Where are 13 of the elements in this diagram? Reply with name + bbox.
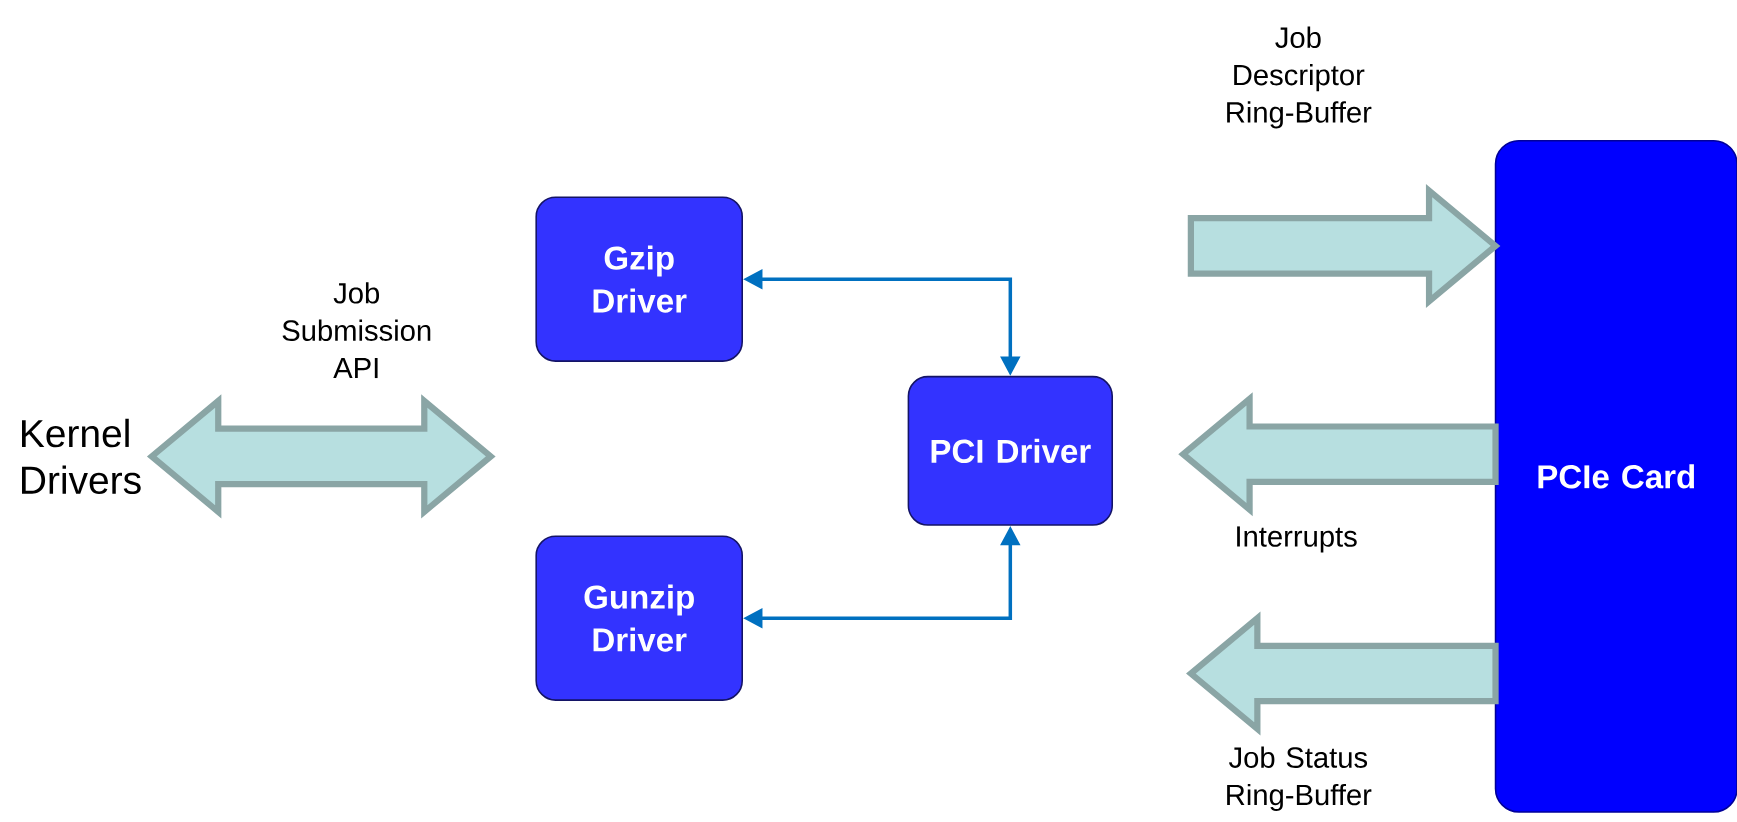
block-arrow: [1187, 183, 1501, 308]
driver-box: Gunzip Driver: [535, 535, 743, 701]
block-arrow: [146, 394, 496, 519]
edge-label: Job Submission API: [282, 282, 431, 379]
edge-label: Interrupts: [1237, 526, 1357, 553]
block-arrow: [1178, 392, 1499, 517]
block-arrow: [1186, 611, 1499, 736]
label-text: Kernel Drivers: [22, 418, 141, 495]
driver-box: PCI Driver: [907, 375, 1113, 526]
edge-label: Job Descriptor Ring-Buffer: [1227, 26, 1372, 129]
edge-label: Job Status Ring-Buffer: [1227, 746, 1372, 812]
driver-box: Gzip Driver: [535, 196, 743, 362]
card-box: PCIe Card: [1494, 139, 1737, 813]
